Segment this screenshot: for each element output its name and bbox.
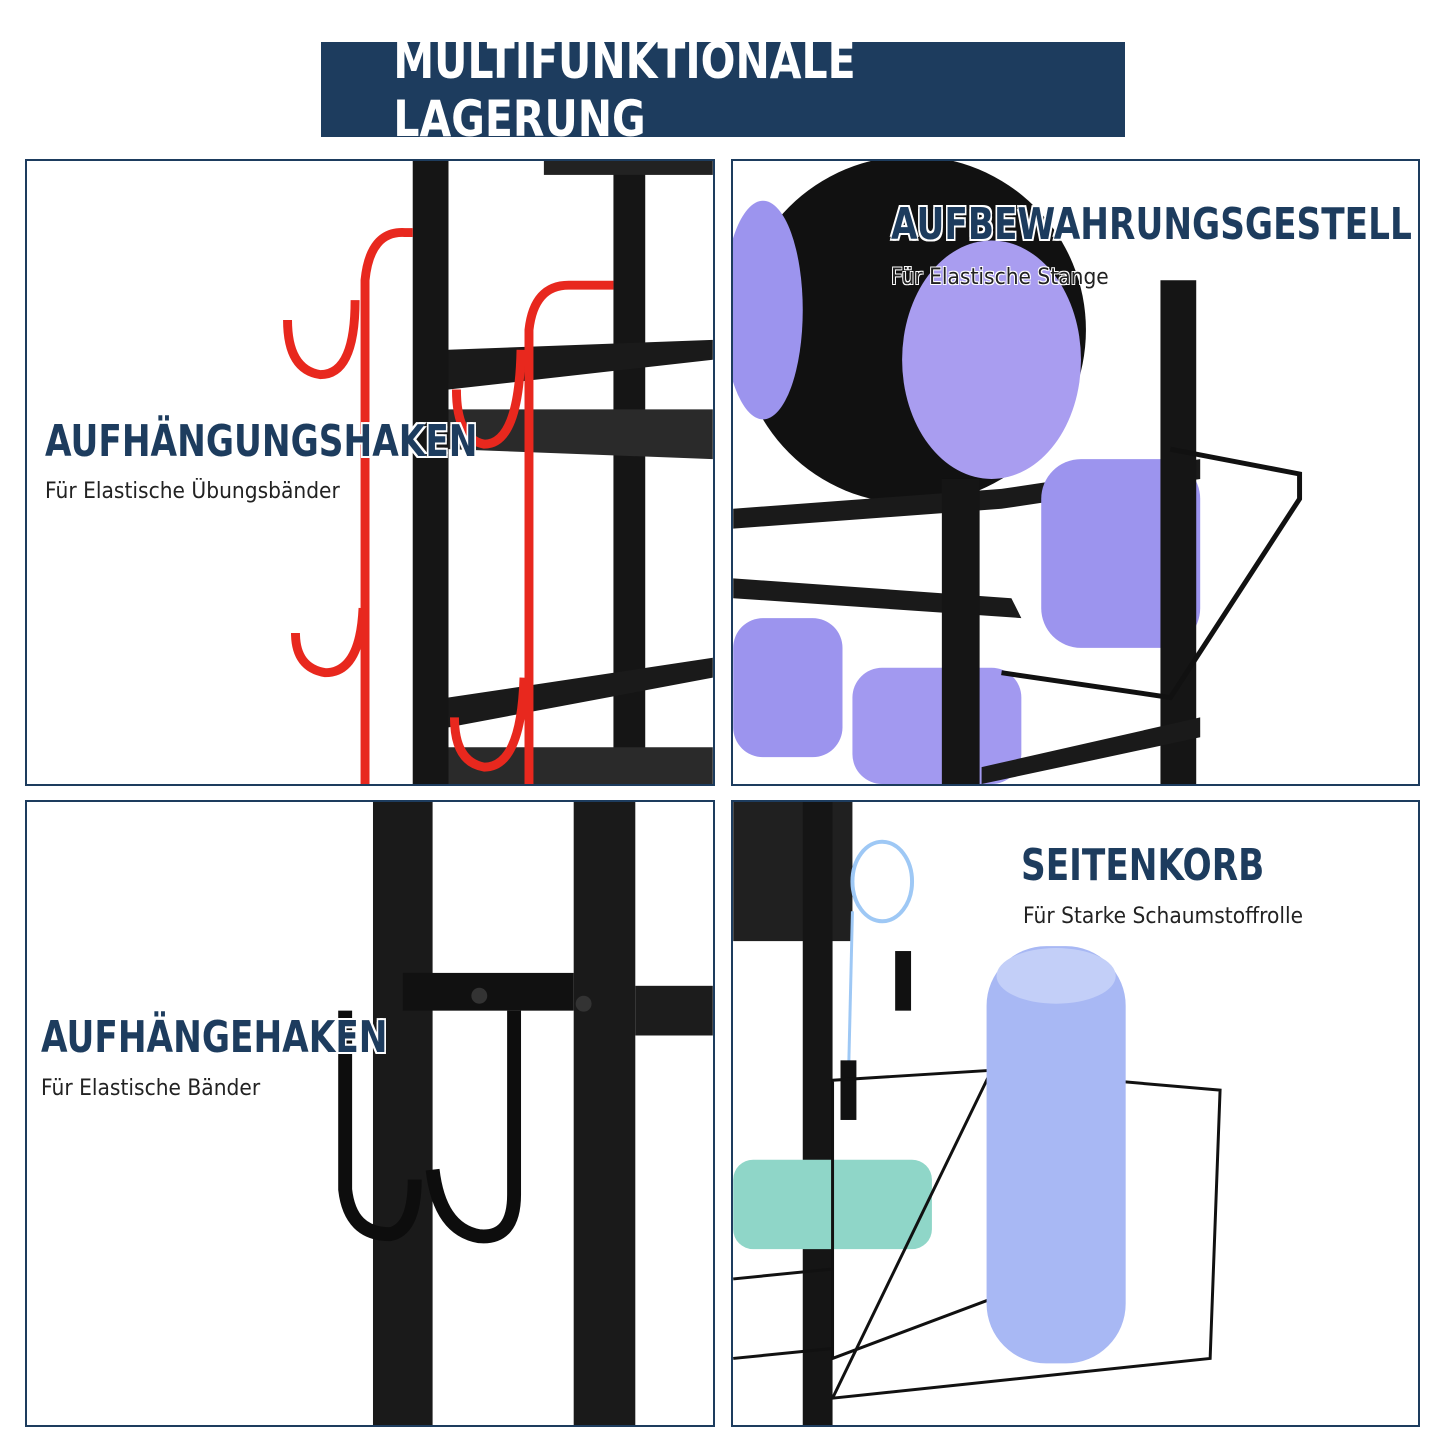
panel-heading: AUFBEWAHRUNGSGESTELL: [891, 199, 1412, 250]
panel-subtitle: Für Elastische Übungsbänder: [45, 479, 340, 504]
panel-heading: AUFHÄNGEHAKEN: [41, 1012, 388, 1063]
title-banner: MULTIFUNKTIONALE LAGERUNG: [321, 32, 1125, 148]
panel-side-basket: SEITENKORB Für Starke Schaumstoffrolle: [731, 800, 1420, 1427]
panel-suspension-hooks: AUFHÄNGUNGSHAKEN Für Elastische Übungsbä…: [25, 159, 715, 786]
panel-subtitle: Für Elastische Bänder: [41, 1076, 261, 1101]
panel-subtitle: Für Starke Schaumstoffrolle: [1023, 904, 1304, 929]
page-title: MULTIFUNKTIONALE LAGERUNG: [393, 31, 856, 148]
rack-dumbbells-image: [733, 161, 1303, 784]
rack-black-hook-image: [338, 802, 713, 1425]
panel-heading: SEITENKORB: [1021, 840, 1265, 891]
rack-red-hooks-image: [283, 161, 713, 784]
rack-foam-roller-image: [733, 802, 1222, 1425]
panel-storage-rack: AUFBEWAHRUNGSGESTELL Für Elastische Stan…: [731, 159, 1420, 786]
panel-hanging-hooks: AUFHÄNGEHAKEN Für Elastische Bänder: [25, 800, 715, 1427]
panel-heading: AUFHÄNGUNGSHAKEN: [45, 416, 478, 467]
panel-subtitle: Für Elastische Stange: [891, 265, 1109, 290]
